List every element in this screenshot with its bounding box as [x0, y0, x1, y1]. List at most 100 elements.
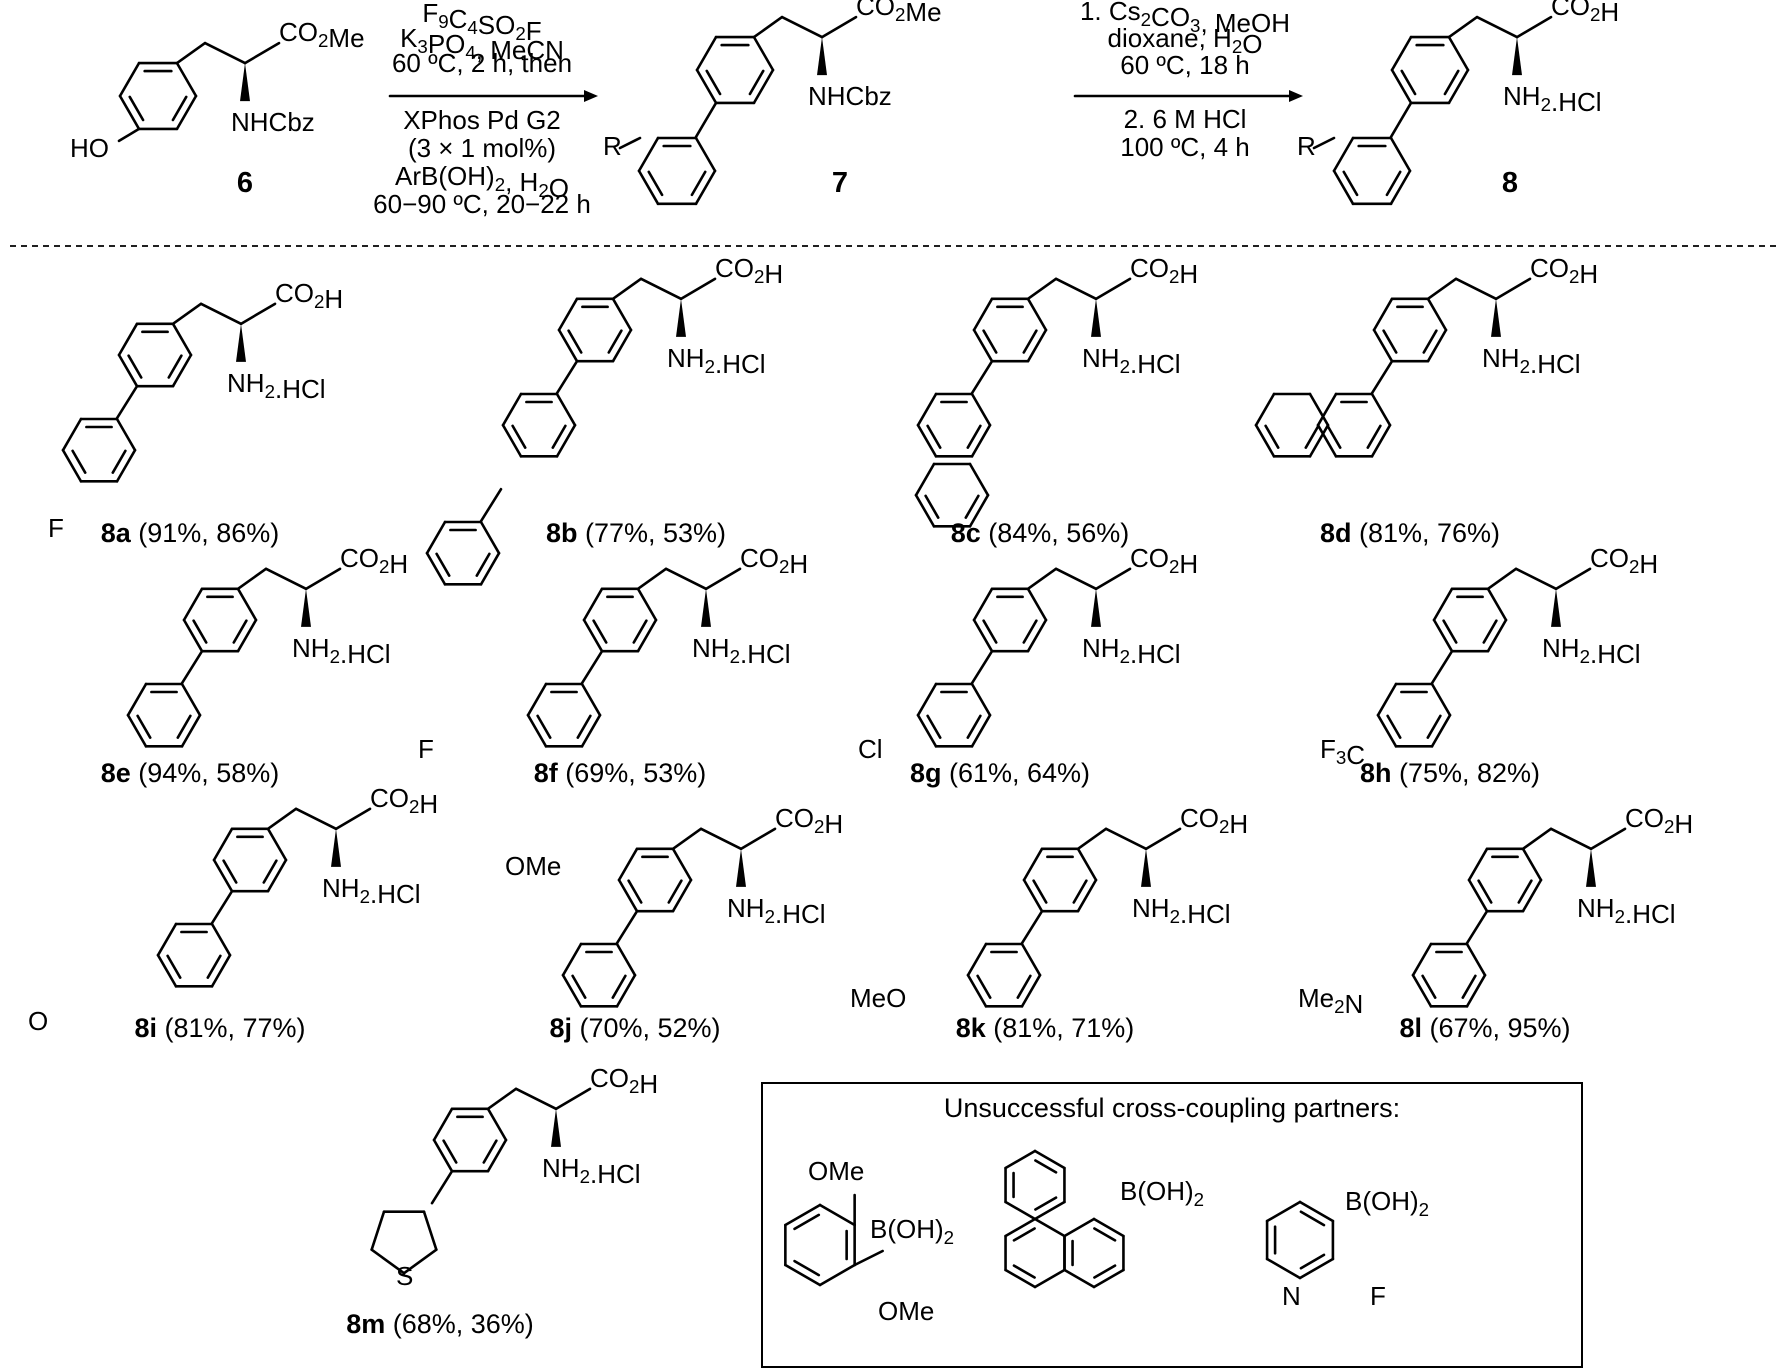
8m-ring-a-bond — [432, 1107, 454, 1142]
cpd8-ring-a-bond — [1447, 35, 1470, 72]
8c-alpha-bond — [1054, 277, 1098, 301]
8h-ring-b-bond — [1376, 713, 1398, 748]
8l-amine-label: NH2.HCl — [1577, 893, 1676, 929]
8j-acid-label: CO2H — [775, 803, 843, 839]
8l-ring-a-bond — [1467, 847, 1489, 882]
8e-ring-a-double-bond — [192, 619, 208, 644]
8m-thiophene-bond — [370, 1210, 386, 1251]
8f-biaryl-bond — [580, 649, 604, 685]
8f-ring-b-bond — [526, 682, 548, 717]
8k-ring-a-bond — [1022, 878, 1044, 913]
8k-ring-a-double-bond — [1072, 879, 1088, 904]
8i-alpha-bond — [294, 807, 338, 831]
8h-amine-label: NH2.HCl — [1542, 633, 1641, 669]
8a-acid-label: CO2H — [275, 278, 343, 314]
8k-ring-a-bond — [1076, 847, 1098, 882]
8d-alpha-bond — [1454, 277, 1498, 301]
arrow2-head — [1289, 90, 1303, 102]
cpd6-ring-bond — [175, 61, 198, 98]
8h-ring-a-bond — [1486, 618, 1508, 653]
8e-ring-a-bond — [182, 618, 204, 653]
8e-ring-a-bond — [182, 587, 204, 622]
partner2-ring-2-double-bond — [1012, 1227, 1036, 1242]
8k-ring-b-bond — [966, 973, 988, 1008]
8e-amine-wedge — [301, 588, 311, 627]
8g-ring-b-bond — [916, 682, 938, 717]
8b-amine-label: NH2.HCl — [667, 343, 766, 379]
8m-sulfur-label: S — [396, 1261, 413, 1291]
8h-ch2-bond — [1486, 567, 1518, 591]
8j-alpha-bond — [699, 827, 743, 851]
cpd8-ring-b-bond — [1389, 136, 1412, 173]
8l-caption: 8l (67%, 95%) — [1399, 1013, 1570, 1043]
8j-ring-b-bond — [561, 942, 583, 977]
8j-caption: 8j (70%, 52%) — [549, 1013, 720, 1043]
partner2-ring-1-bond — [1033, 1200, 1066, 1221]
cpd8-amine-wedge — [1512, 37, 1522, 76]
partner2-boron-label: B(OH)2 — [1120, 1176, 1204, 1210]
8j-ring-a-double-bond — [627, 879, 643, 904]
8f-ring-a-bond — [636, 587, 658, 622]
partner2-ring-2-bond — [1033, 1217, 1066, 1238]
unsuccessful-title: Unsuccessful cross-coupling partners: — [944, 1093, 1400, 1123]
8h-acid-label: CO2H — [1590, 543, 1658, 579]
8a-ring-b-bond — [61, 417, 83, 452]
cpd6-ring-bond — [118, 61, 141, 98]
8m-ring-a-bond — [486, 1107, 508, 1142]
structures-layer — [10, 15, 1780, 1368]
8d-amine-label: NH2.HCl — [1482, 343, 1581, 379]
8h-ring-b-bond — [1430, 682, 1452, 717]
8h-ring-a-double-bond — [1482, 619, 1498, 644]
cpd6-ring-bond — [175, 94, 198, 131]
8h-ring-b-double-bond — [1426, 714, 1442, 739]
cpd7-ring-b-bond — [694, 169, 717, 206]
partner2-ring-2-double-bond — [1012, 1264, 1036, 1279]
cpd8-id: 8 — [1502, 167, 1518, 199]
8m-ring-a-double-bond — [482, 1139, 498, 1164]
partner2-ring-1-double-bond — [1034, 1196, 1058, 1211]
8i-ring-b-bond — [156, 953, 178, 988]
partner3-ring-bond — [1298, 1200, 1335, 1223]
partner2-ring-3-double-bond — [1093, 1227, 1117, 1242]
8i-amine-wedge — [331, 828, 341, 867]
8c-naphthyl-ring-bond — [968, 493, 990, 528]
8c-biaryl-bond — [970, 359, 994, 395]
8m-alpha-bond — [514, 1087, 558, 1111]
8e-carboxyl-bond — [304, 567, 342, 591]
8g-ring-a-double-bond — [1022, 619, 1038, 644]
8g-ring-a-double-bond — [982, 619, 998, 644]
cpd7-ring-b-bond — [637, 169, 660, 206]
8e-ring-b-bond — [126, 713, 148, 748]
8b-ring-a-double-bond — [567, 329, 583, 354]
cpd8-ring-a-bond — [1390, 35, 1413, 72]
8c-ring-a-bond — [1026, 297, 1048, 332]
8g-caption: 8g (61%, 64%) — [910, 758, 1090, 788]
8h-substituent: F3C — [1320, 734, 1365, 770]
8b-ring-a-bond — [611, 328, 633, 363]
8c-ring-b-double-bond — [926, 424, 942, 449]
8d-ring-a-bond — [1426, 297, 1448, 332]
8f-ring-a-bond — [582, 618, 604, 653]
8g-alpha-bond — [1054, 567, 1098, 591]
8c-naphthyl-ring-double-bond — [924, 494, 940, 519]
cpd8-ring-a-double-bond — [1443, 69, 1460, 96]
cpd7-ring-a-double-bond — [705, 69, 722, 96]
8m-caption: 8m (68%, 36%) — [346, 1309, 534, 1339]
partner3-n-label: N — [1282, 1281, 1301, 1311]
8c-ring-b-bond — [916, 392, 938, 427]
8m-thiophene-bond — [422, 1210, 438, 1251]
8d-biaryl-bond — [1370, 359, 1394, 395]
8f-ring-b-double-bond — [576, 714, 592, 739]
8i-ring-a-bond — [266, 858, 288, 893]
cpd6-ring-double-bond — [128, 95, 145, 122]
8e-caption: 8e (94%, 58%) — [101, 758, 280, 788]
8j-ring-b-double-bond — [571, 974, 587, 999]
8h-ring-a-bond — [1486, 587, 1508, 622]
cpd7-biaryl-bond — [694, 101, 718, 139]
8i-ch2-bond — [266, 807, 298, 831]
8h-ring-a-bond — [1432, 587, 1454, 622]
cpd8-ring-b-bond — [1332, 136, 1355, 173]
partner1-boron-label: B(OH)2 — [870, 1214, 954, 1248]
8c-naphthyl-ring-bond — [968, 462, 990, 497]
8d-naphthyl-ring-bond — [1308, 392, 1330, 427]
